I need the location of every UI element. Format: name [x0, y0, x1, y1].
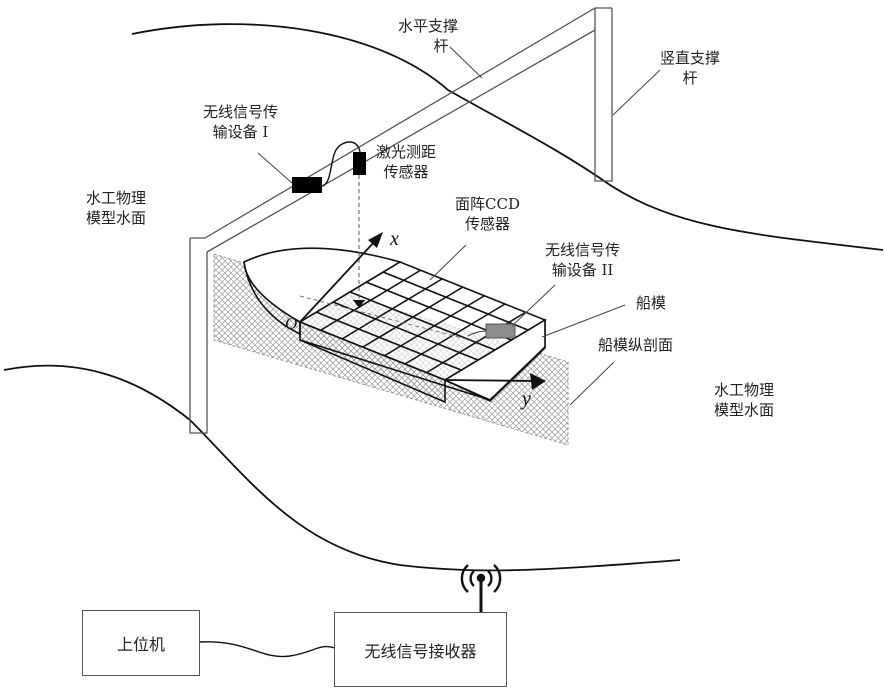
host-computer-box: 上位机 — [82, 610, 200, 676]
label-ship-model: 船模 — [636, 294, 667, 312]
host-receiver-cable — [199, 641, 336, 658]
label-wireless-tx-1-line1: 无线信号传 — [203, 103, 279, 121]
label-ccd-sensor: 面阵CCD 传感器 — [455, 194, 520, 234]
label-laser-sensor-line1: 激光测距 — [376, 143, 437, 161]
label-water-surface-left-line1: 水工物理 — [86, 189, 147, 207]
label-laser-sensor: 激光测距 传感器 — [376, 142, 436, 182]
leader-lines — [257, 46, 661, 406]
wireless-transmitter-2 — [485, 323, 516, 339]
label-wireless-tx-2-line2: 输设备 II — [551, 261, 614, 279]
axis-y-label: y — [522, 388, 531, 410]
label-vertical-bar-line2: 杆 — [682, 69, 698, 87]
host-computer-label: 上位机 — [116, 635, 165, 654]
water-surface-curve-bottom — [3, 364, 681, 572]
label-horizontal-bar-line1: 水平支撑 — [398, 17, 459, 35]
label-horizontal-bar: 水平支撑 杆 — [398, 16, 458, 56]
axis-y-arrow — [444, 373, 546, 390]
axis-x-label: x — [390, 228, 399, 250]
wireless-receiver-label: 无线信号接收器 — [364, 641, 477, 661]
ccd-grid — [315, 269, 529, 374]
origin-label: O — [285, 314, 298, 333]
laser-rangefinder — [353, 152, 366, 175]
water-surface-curve-top — [131, 23, 884, 251]
label-vertical-bar: 竖直支撑 杆 — [660, 48, 720, 88]
wireless-transmitter-1 — [292, 177, 322, 193]
support-frame — [189, 7, 613, 434]
axis-x-arrow — [299, 232, 383, 323]
label-ship-section: 船模纵剖面 — [598, 336, 674, 354]
label-wireless-tx-1: 无线信号传 输设备 I — [203, 102, 278, 142]
label-horizontal-bar-line2: 杆 — [433, 37, 449, 55]
label-water-surface-left-line2: 模型水面 — [86, 209, 147, 227]
label-ccd-sensor-line1: 面阵CCD — [455, 195, 520, 213]
label-water-surface-right-line2: 模型水面 — [714, 401, 775, 419]
label-laser-sensor-line2: 传感器 — [383, 163, 429, 181]
label-wireless-tx-1-line2: 输设备 I — [212, 123, 269, 141]
label-water-surface-left: 水工物理 模型水面 — [86, 188, 146, 228]
antenna-signal-icon — [460, 564, 502, 613]
label-wireless-tx-2: 无线信号传 输设备 II — [545, 240, 620, 280]
label-ccd-sensor-line2: 传感器 — [464, 215, 510, 233]
label-wireless-tx-2-line1: 无线信号传 — [545, 241, 621, 259]
label-vertical-bar-line1: 竖直支撑 — [660, 49, 721, 67]
label-water-surface-right: 水工物理 模型水面 — [714, 380, 774, 420]
transmitter-cable — [321, 141, 361, 187]
label-water-surface-right-line1: 水工物理 — [714, 381, 775, 399]
wireless-receiver-box: 无线信号接收器 — [334, 612, 507, 687]
